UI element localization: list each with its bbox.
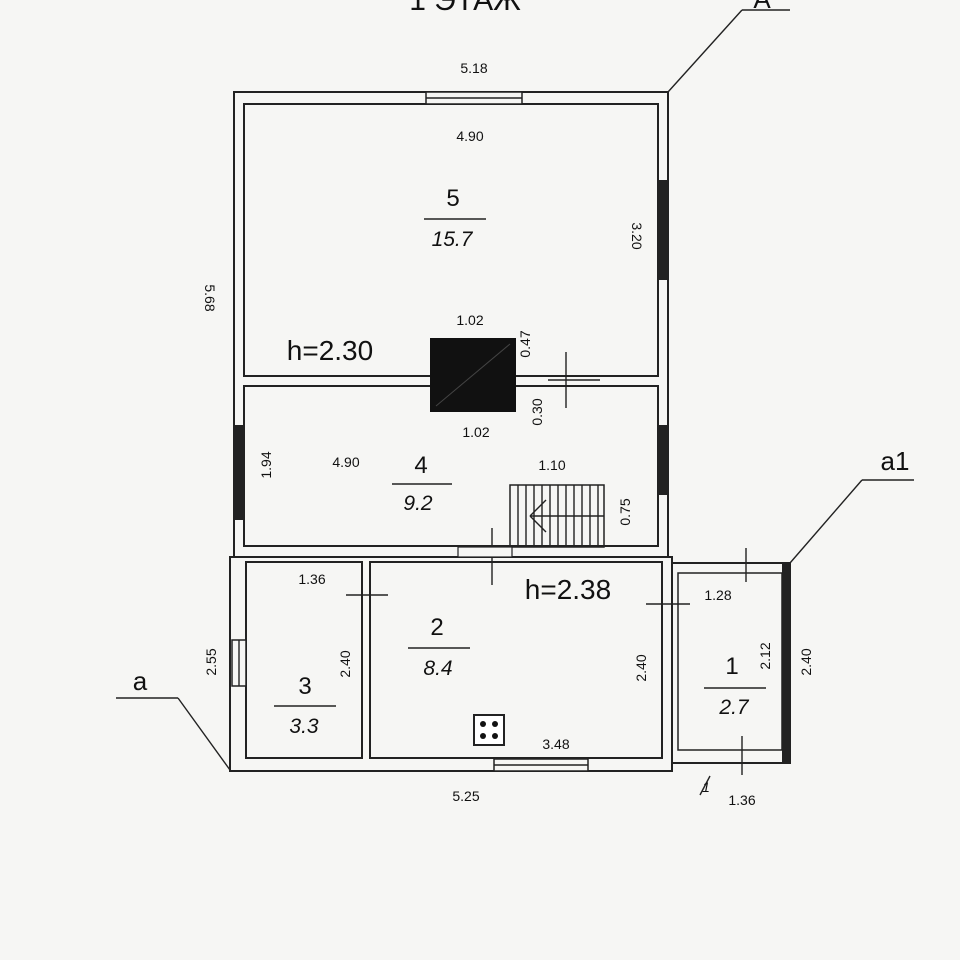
room-area: 15.7 [432,228,474,251]
dim-room5-height: 3.20 [629,222,645,249]
section-line-a1: a1 [789,446,914,564]
room-area: 3.3 [289,715,319,738]
room-1-label: 1 2.7 [704,653,766,719]
window-left-lower [231,639,247,687]
room-number: 2 [430,614,443,641]
dim-room1-width: 1.28 [704,587,731,603]
window-bottom-room2 [493,758,589,772]
dim-chimney-depth: 0.47 [517,330,533,357]
section-mark-1: 1 [699,775,711,796]
dim-porch-width: 1.36 [728,792,755,808]
room-area: 2.7 [718,696,750,719]
door-room5-room4 [548,352,600,408]
window-right-room4 [658,425,668,495]
window-right-room5 [658,180,668,280]
window-left-room4 [234,425,244,520]
plan-title: 1 ЭТАЖ [409,0,521,17]
dim-top-width: 5.18 [460,60,487,76]
section-label-a: a [133,666,148,696]
dim-room3-height: 2.40 [337,650,353,677]
dim-chimney-bottom: 1.02 [462,424,489,440]
room-number: 3 [298,673,311,700]
room-number: 4 [414,452,427,479]
window-top [425,91,523,105]
dim-stair-width: 1.10 [538,457,565,473]
room-3-label: 3 3.3 [274,673,336,738]
porch-walls [671,562,791,764]
section-label-a1: a1 [881,446,910,476]
stove-icon [473,714,505,746]
dim-room4-width: 4.90 [332,454,359,470]
dim-room5-width: 4.90 [456,128,483,144]
dim-room2-height: 2.40 [633,654,649,681]
section-mark-label: А [753,0,771,14]
dim-room4-height: 1.94 [258,451,274,478]
upper-block-walls [233,91,669,558]
height-lower: h=2.38 [525,574,611,605]
room-number: 5 [446,185,459,212]
dim-left-height: 5.68 [202,284,218,311]
door-room4-room2 [457,528,513,585]
chimney [430,338,516,412]
dim-room1-height: 2.12 [757,642,773,669]
room-2-label: 2 8.4 [408,614,470,680]
staircase [509,484,605,548]
dim-room3-width: 1.36 [298,571,325,587]
room-area: 9.2 [403,492,433,515]
room-5-label: 5 15.7 [424,185,486,251]
dim-stair-depth: 0.75 [617,498,633,525]
dim-room2-width: 3.48 [542,736,569,752]
room-number: 1 [725,653,738,680]
height-upper: h=2.30 [287,335,373,366]
room-4-label: 4 9.2 [392,452,452,515]
dim-right-lower: 2.40 [798,648,814,675]
section-mark-a-top: А [667,0,790,93]
section-mark-1-label: 1 [702,779,710,795]
dim-left-lower: 2.55 [203,648,219,675]
section-line-a: a [116,666,231,771]
room-area: 8.4 [423,657,452,680]
dim-partition: 0.30 [529,398,545,425]
dim-chimney-top: 1.02 [456,312,483,328]
dim-bottom-width: 5.25 [452,788,479,804]
